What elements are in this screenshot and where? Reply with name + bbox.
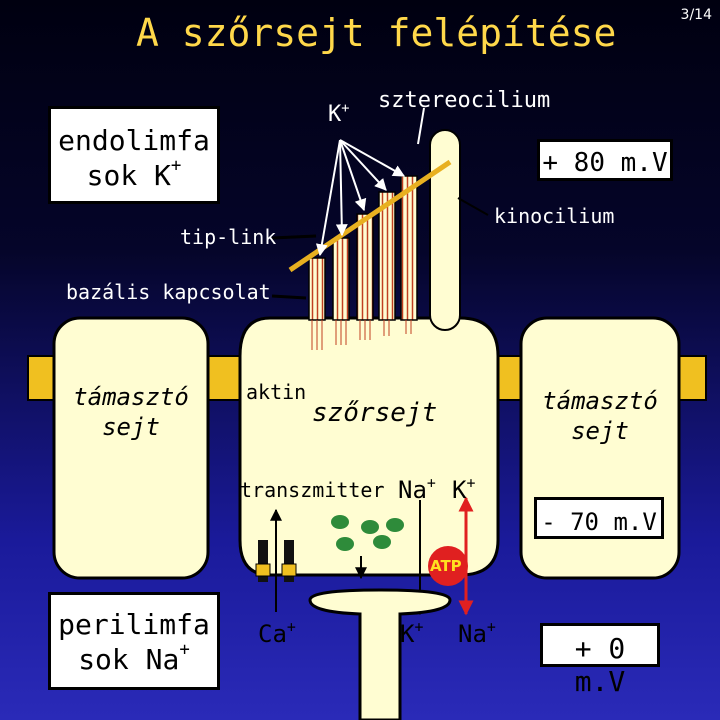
- perilymph-label: perilimfa: [58, 608, 210, 641]
- kinocilium-pointer: [457, 197, 489, 216]
- vesicles: [331, 515, 404, 551]
- tip-link-pointer: [271, 234, 317, 240]
- stereocilium-3: [356, 213, 374, 321]
- perilymph-na-label: sok Na+: [78, 640, 190, 676]
- endolymph-k-label: sok K+: [86, 156, 182, 192]
- page-number: 3/14: [680, 7, 712, 23]
- atp-label: ATP: [430, 557, 462, 575]
- afferent-terminal: [308, 588, 452, 720]
- k-influx-arrows: [315, 139, 406, 257]
- basal-junction-label: bazális kapcsolat: [66, 280, 271, 304]
- k-influx-label: K+: [328, 100, 350, 127]
- endolymph-label: endolimfa: [58, 124, 210, 157]
- na-label: Na+: [398, 474, 436, 504]
- kinocilium: [429, 129, 461, 331]
- transmitter-label: transzmitter: [240, 478, 385, 502]
- actin-label: aktin: [246, 380, 307, 404]
- ca-channel: [255, 540, 297, 582]
- stereocilium-label: sztereocilium: [378, 88, 551, 113]
- perilymph-box: perilimfa sok Na+: [48, 592, 220, 690]
- cilia-rootlets: [311, 320, 412, 350]
- page-title: A szőrsejt felépítése: [136, 11, 617, 55]
- k-label: K+: [452, 474, 476, 504]
- na-bottom-label: Na+: [458, 618, 496, 648]
- endolymph-box: endolimfa sok K+: [48, 106, 220, 204]
- k-bottom-label: K+: [400, 618, 424, 648]
- basal-junction-pointer: [271, 294, 307, 300]
- stereocilium-pointer: [417, 107, 425, 145]
- stereocilium-2: [332, 237, 350, 321]
- tip-link-label: tip-link: [180, 225, 277, 249]
- atp-pump: [428, 546, 468, 586]
- stereocilium-4: [378, 191, 396, 321]
- support-cell-right: [519, 316, 681, 580]
- junction-bar-left: [27, 355, 57, 401]
- kinocilium-label: kinocilium: [494, 204, 615, 228]
- cell-potential: - 70 m.V: [534, 497, 664, 539]
- perilymph-potential: + 0 m.V: [540, 623, 660, 698]
- ca-label: Ca+: [258, 618, 296, 648]
- hair-cell-body: [238, 316, 500, 577]
- endolymph-potential: + 80 m.V: [537, 139, 673, 181]
- stereocilium-1: [308, 257, 326, 321]
- hair-cell-label: szőrsejt: [312, 398, 438, 428]
- support-cell-left: [52, 316, 210, 580]
- junction-bar-right: [675, 355, 707, 401]
- stereocilium-5: [400, 175, 418, 321]
